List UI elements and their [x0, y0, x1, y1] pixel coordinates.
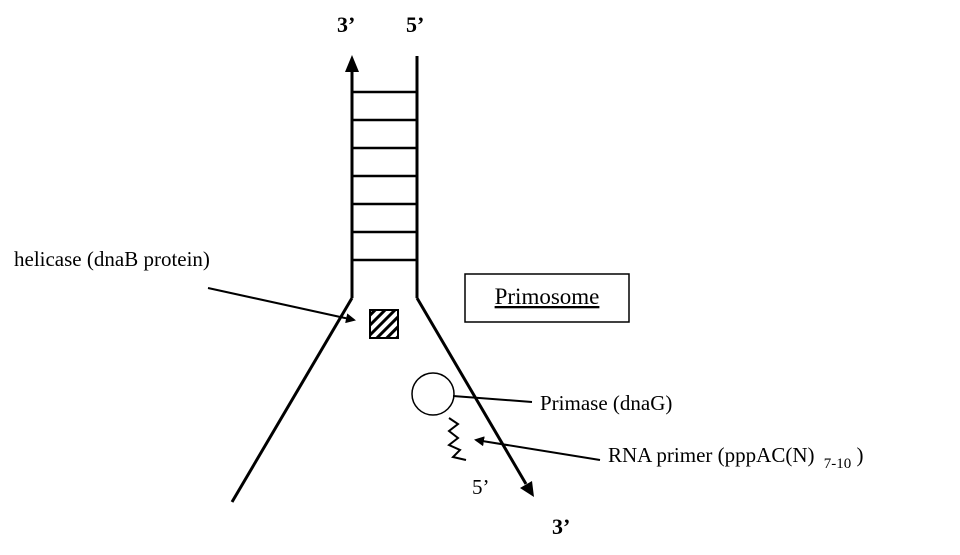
hatched-square-icon — [369, 309, 399, 339]
primosome-label: Primosome — [495, 284, 600, 309]
right-daughter-strand — [415, 297, 528, 485]
left-daughter-strand — [230, 297, 354, 503]
rna-primer-label: RNA primer (pppAC(N) 7-10 ) — [608, 443, 863, 473]
helicase-label: helicase (dnaB protein) — [14, 247, 210, 271]
rna-primer-label-subscript: 7-10 — [824, 456, 852, 472]
top-left-end-label: 3’ — [337, 12, 355, 37]
primase-label: Primase (dnaG) — [540, 391, 672, 415]
primer-end-label: 5’ — [472, 475, 490, 499]
right-strand-arrowhead-icon — [520, 481, 534, 497]
bottom-right-end-label: 3’ — [552, 514, 570, 539]
squiggle-icon — [447, 417, 467, 461]
circle-icon — [411, 372, 455, 416]
rna-primer-pointer-line — [474, 436, 601, 461]
rna-primer-label-main: RNA primer (pppAC(N) — [608, 443, 814, 467]
top-right-end-label: 5’ — [406, 12, 424, 37]
primase-pointer-line — [452, 395, 533, 403]
left-strand-arrowhead-icon — [345, 55, 359, 72]
rna-primer-label-close: ) — [856, 443, 863, 467]
primosome-box — [464, 273, 630, 323]
helicase-pointer-line — [207, 287, 356, 324]
base-pair-rungs — [352, 90, 417, 262]
